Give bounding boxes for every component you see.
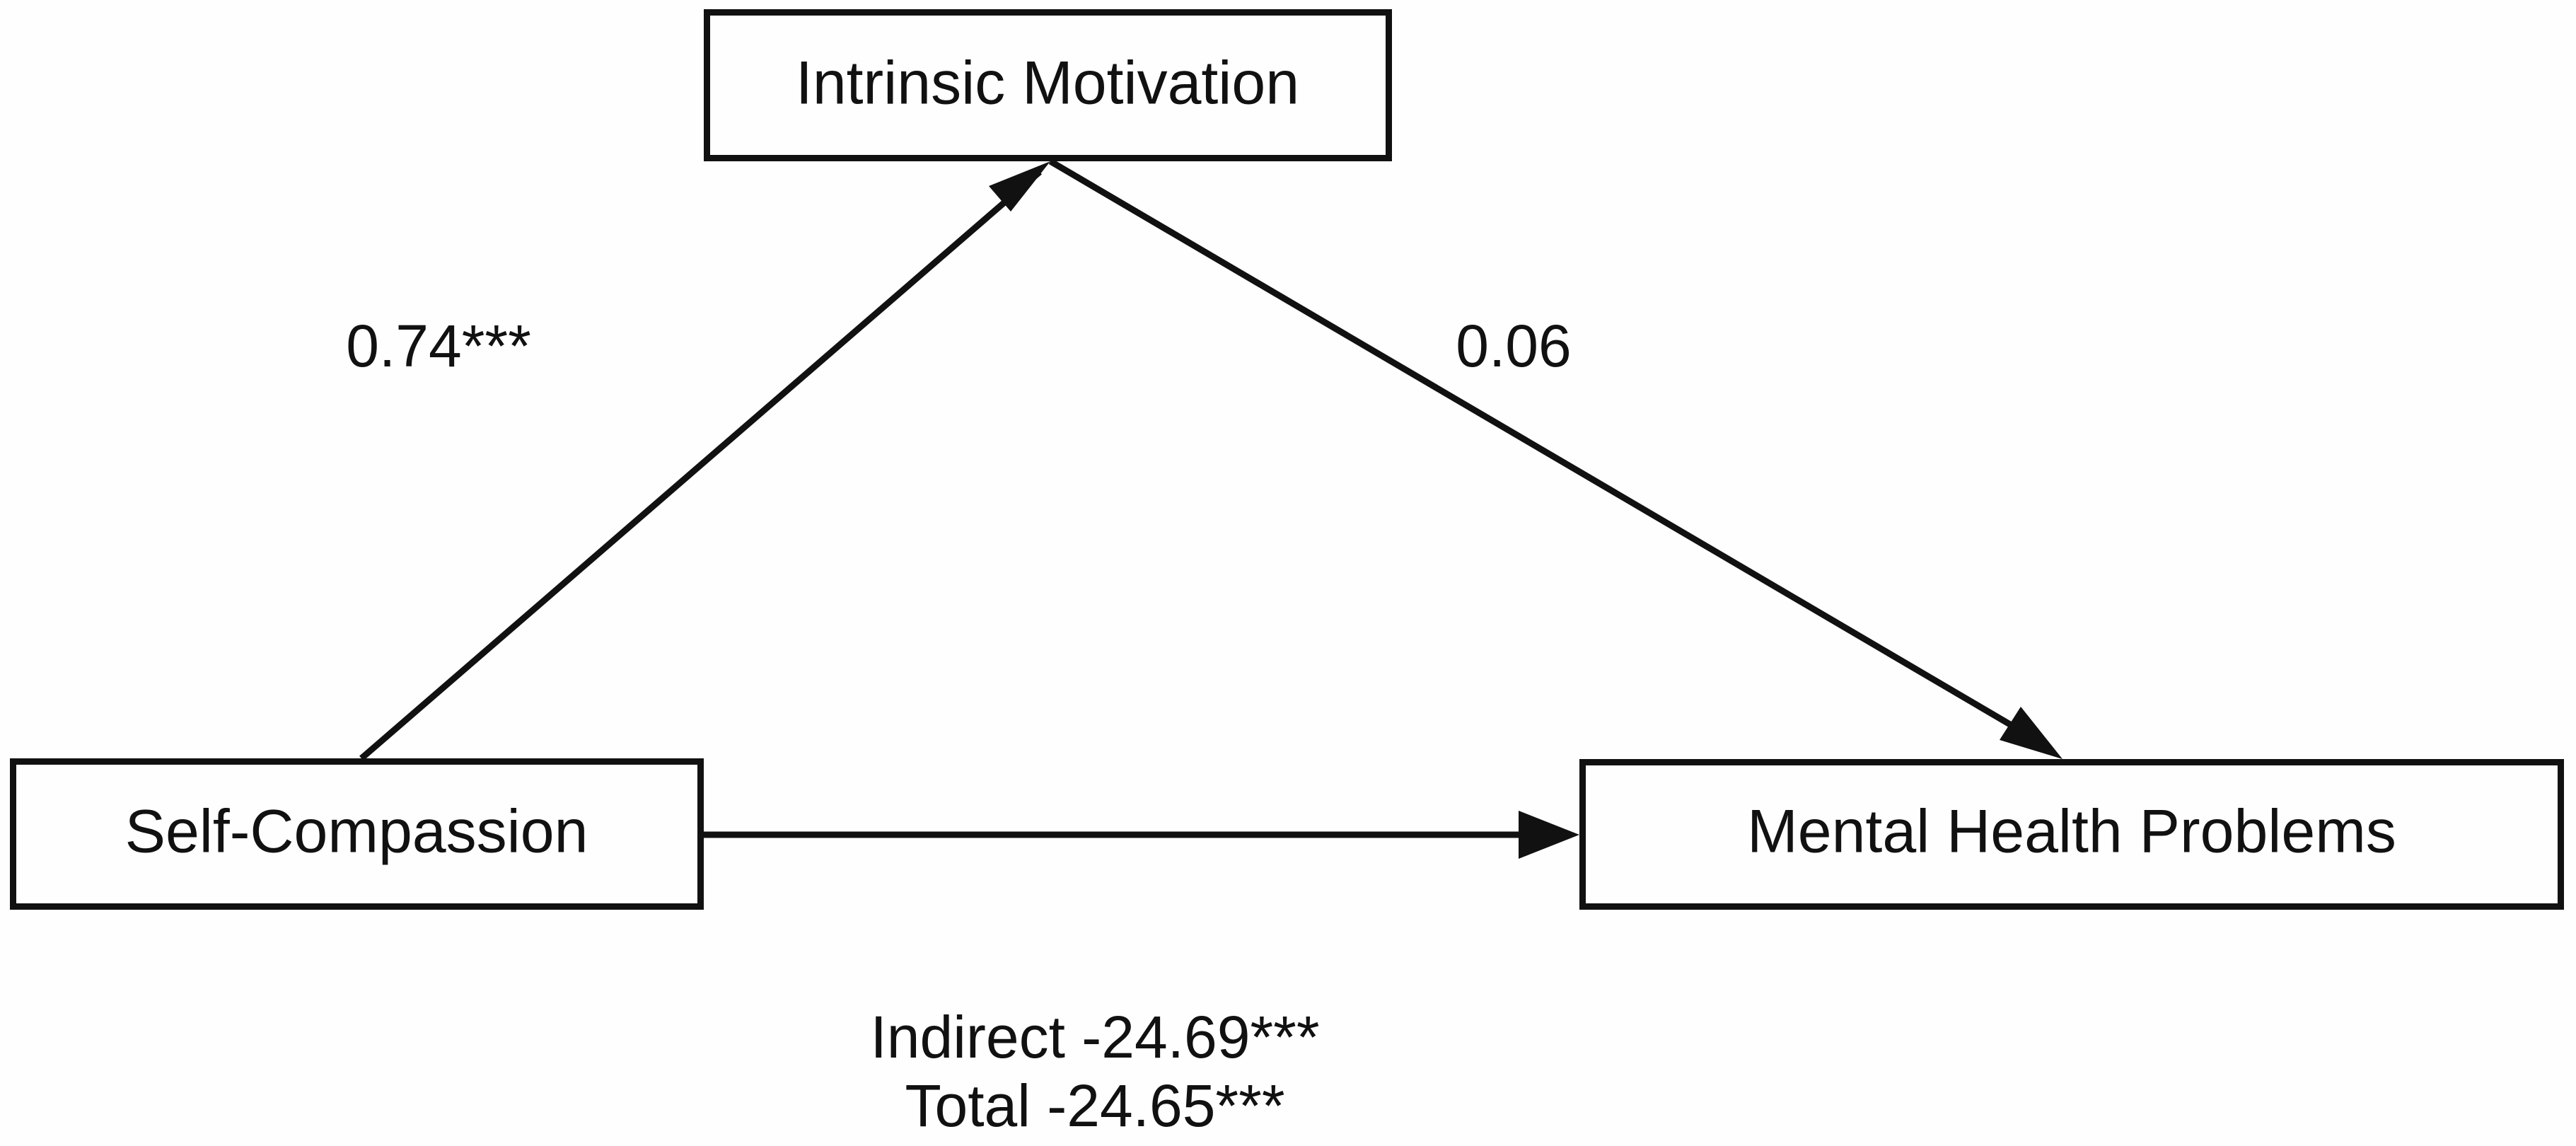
node-mental-health-problems[interactable]: Mental Health Problems [1579, 759, 2564, 910]
node-self-compassion-box[interactable] [10, 758, 704, 910]
total-effect-label: Total -24.65*** [905, 1072, 1284, 1139]
node-self-compassion[interactable]: Self-Compassion [10, 758, 704, 910]
path-a-coefficient-label: 0.74*** [346, 313, 531, 379]
path-c-group [704, 811, 1579, 859]
node-intrinsic-motivation[interactable]: Intrinsic Motivation [704, 9, 1392, 161]
path-c-arrowhead-icon [1519, 811, 1579, 859]
path-a-group [359, 161, 1050, 761]
node-intrinsic-motivation-label: Intrinsic Motivation [796, 50, 1299, 117]
path-b-arrowhead-icon [2000, 707, 2062, 759]
node-mental-health-problems-box[interactable] [1579, 759, 2564, 910]
path-b-group [1048, 158, 2062, 759]
node-intrinsic-motivation-box[interactable] [704, 9, 1392, 161]
indirect-effect-label: Indirect -24.69*** [870, 1004, 1319, 1070]
path-b-line [1048, 158, 2052, 751]
node-mental-health-problems-label: Mental Health Problems [1747, 798, 2396, 866]
path-a-line [359, 169, 1042, 761]
node-self-compassion-label: Self-Compassion [125, 798, 588, 866]
path-b-coefficient-label: 0.06 [1456, 313, 1572, 379]
path-a-arrowhead-icon [989, 161, 1050, 212]
